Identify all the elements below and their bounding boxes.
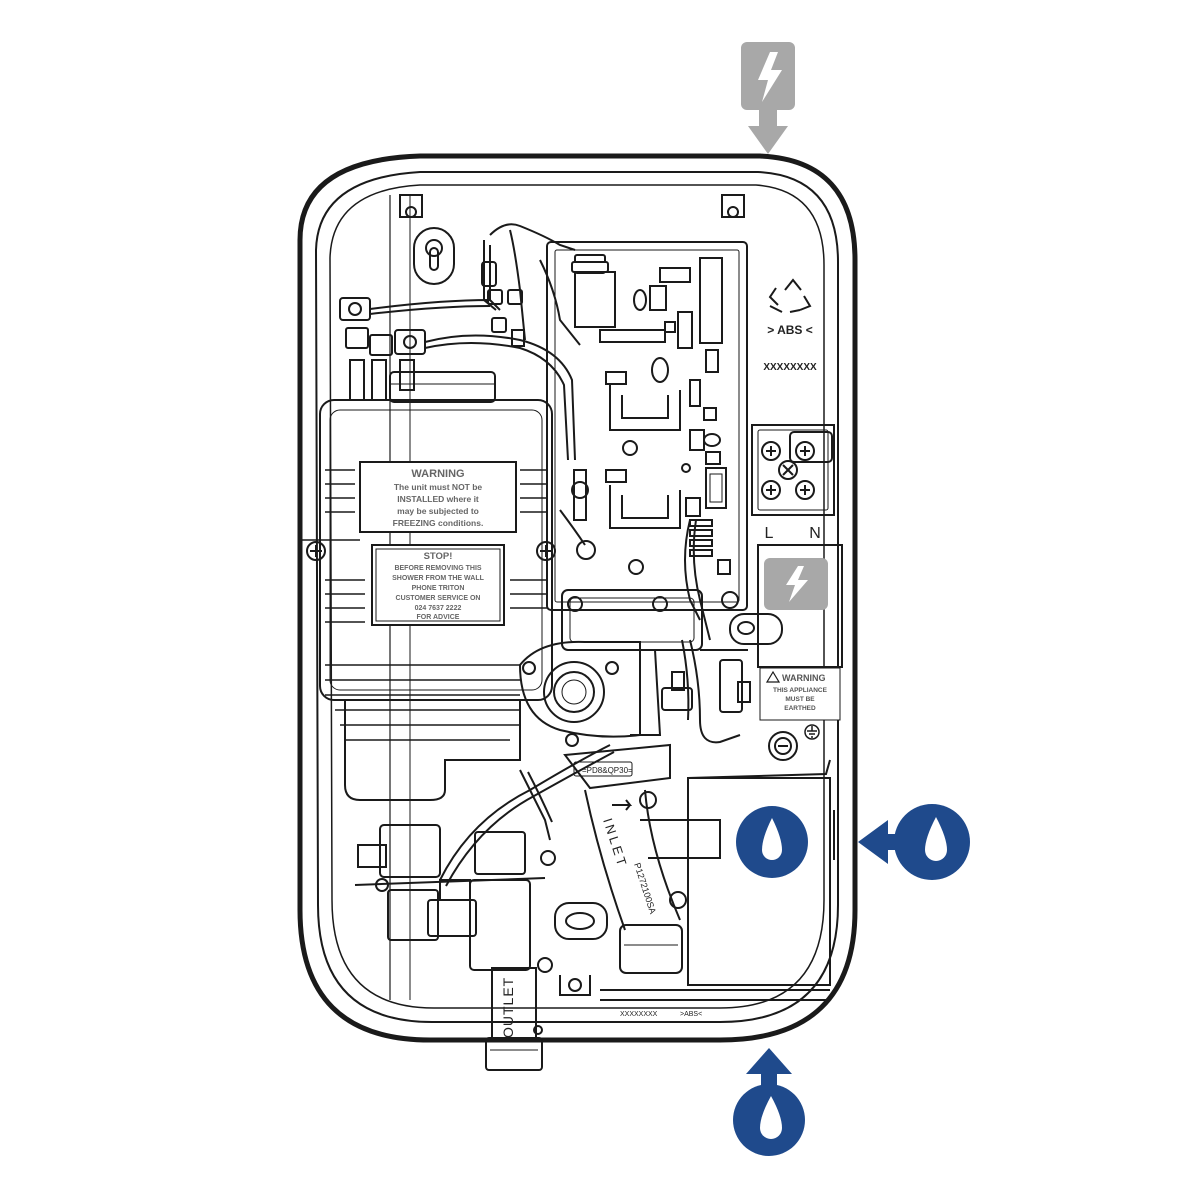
earth-screw <box>768 731 798 761</box>
warning-triangle-icon <box>765 670 781 683</box>
stop-notice-line-4: CUSTOMER SERVICE ON <box>396 595 481 602</box>
frost-warning-heading: WARNING <box>411 468 464 480</box>
earth-warning-line-3: EARTHED <box>784 705 816 712</box>
valve-code-label: =PD8&QP30= <box>582 766 633 775</box>
lightning-power-icon <box>758 52 782 102</box>
outlet-assembly <box>354 744 615 1071</box>
bottom-serial-label: XXXXXXXX <box>620 1011 658 1018</box>
cable-grommet <box>729 613 783 645</box>
cable-entry-box <box>757 544 843 668</box>
heater-tank <box>306 371 556 801</box>
frost-warning-line-2: INSTALLED where it <box>397 494 479 504</box>
heater-terminals <box>339 223 596 560</box>
frost-warning-plate: WARNING The unit must NOT be INSTALLED w… <box>359 461 517 533</box>
stop-notice-plate: STOP! BEFORE REMOVING THIS SHOWER FROM T… <box>371 544 505 626</box>
stop-notice-line-2: SHOWER FROM THE WALL <box>392 575 484 582</box>
top-clips <box>399 194 745 218</box>
power-supply-arrow <box>741 42 795 154</box>
terminal-neutral-label: N <box>809 525 821 542</box>
water-drop-icon <box>762 818 782 860</box>
terminal-live-label: L <box>765 525 774 542</box>
circuit-board <box>546 241 748 641</box>
part-code-label: P1272100SA <box>632 862 658 916</box>
water-drop-icon <box>925 817 947 861</box>
earth-warning-plate: WARNING THIS APPLIANCE MUST BE EARTHED <box>759 667 841 721</box>
frost-warning-line-1: The unit must NOT be <box>394 482 483 492</box>
earth-symbol-icon <box>804 724 820 740</box>
lightning-power-icon <box>786 566 808 602</box>
water-inlet-arrow-bottom <box>733 1048 805 1156</box>
inlet-label: INLET <box>600 816 630 870</box>
keyhole-hanger <box>413 227 455 285</box>
stop-notice-line-5: 024 7637 2222 <box>415 605 462 612</box>
stop-notice-line-6: FOR ADVICE <box>417 614 460 621</box>
stop-notice-line-1: BEFORE REMOVING THIS <box>394 565 481 572</box>
material-marking: > ABS < <box>767 323 813 337</box>
recycle-icon <box>768 278 812 313</box>
water-inlet-arrow-right <box>858 804 970 880</box>
water-drop-icon <box>760 1096 782 1139</box>
earth-warning-heading: WARNING <box>782 673 826 683</box>
bottom-material-label: >ABS< <box>680 1011 702 1018</box>
earth-warning-line-1: THIS APPLIANCE <box>773 687 828 694</box>
valve-assembly <box>518 589 751 747</box>
frost-warning-line-3: may be subjected to <box>397 506 479 516</box>
outlet-label: OUTLET <box>500 977 516 1038</box>
earth-warning-line-2: MUST BE <box>785 696 815 703</box>
stop-notice-line-3: PHONE TRITON <box>412 585 465 592</box>
frost-warning-line-4: FREEZING conditions. <box>393 518 484 528</box>
serial-marking: XXXXXXXX <box>763 362 817 373</box>
inlet-cover <box>600 759 835 1001</box>
inlet-pipe <box>563 743 721 974</box>
stop-notice-heading: STOP! <box>424 551 453 562</box>
water-supply-drop-icon <box>736 806 808 878</box>
terminal-block <box>751 424 835 516</box>
